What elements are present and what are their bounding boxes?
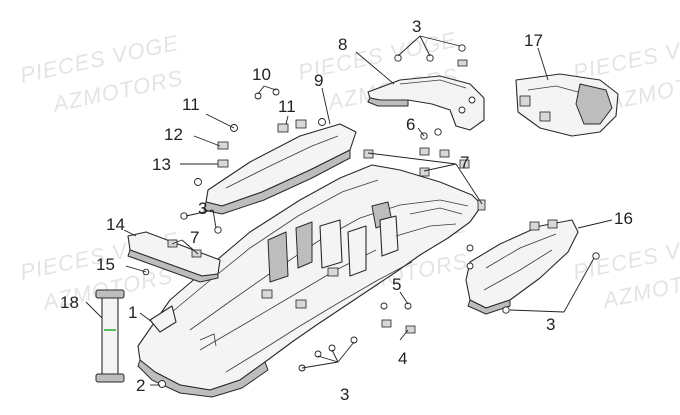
part-18-strap [95,289,125,383]
callout-17: 17 [524,31,543,50]
callout-3-bottom: 3 [340,385,349,404]
callout-1: 1 [128,303,137,322]
callout-13: 13 [152,155,171,174]
watermark: PIECES VOGE [571,27,680,85]
callout-18: 18 [60,293,79,312]
callout-2: 2 [136,376,145,395]
part-8-upper-bracket [367,75,485,131]
callout-16: 16 [614,209,633,228]
part-17-tail-light [515,73,619,137]
callout-7-right: 7 [460,153,469,172]
callout-4: 4 [398,349,407,368]
callout-3-right: 3 [546,315,555,334]
callout-12: 12 [164,125,183,144]
callout-6: 6 [406,115,415,134]
callout-14: 14 [106,215,125,234]
callout-11-right: 11 [278,97,296,116]
callout-7-left: 7 [190,228,199,247]
callout-11-left: 11 [182,95,200,114]
leader-lines [85,35,613,386]
part-1-rear-fender [137,164,483,398]
fasteners [142,44,600,388]
callout-3-top: 3 [412,17,421,36]
callout-15: 15 [96,255,115,274]
callout-5: 5 [392,275,401,294]
part-16-side-cover [465,219,579,315]
callout-10: 10 [252,65,271,84]
part-9-side-rail [203,118,357,215]
callout-9: 9 [314,71,323,90]
callout-8: 8 [338,35,347,54]
callout-labels: 1 2 3 3 3 3 4 5 6 7 7 8 9 10 11 11 12 13… [60,17,633,404]
callout-3-left: 3 [198,199,207,218]
